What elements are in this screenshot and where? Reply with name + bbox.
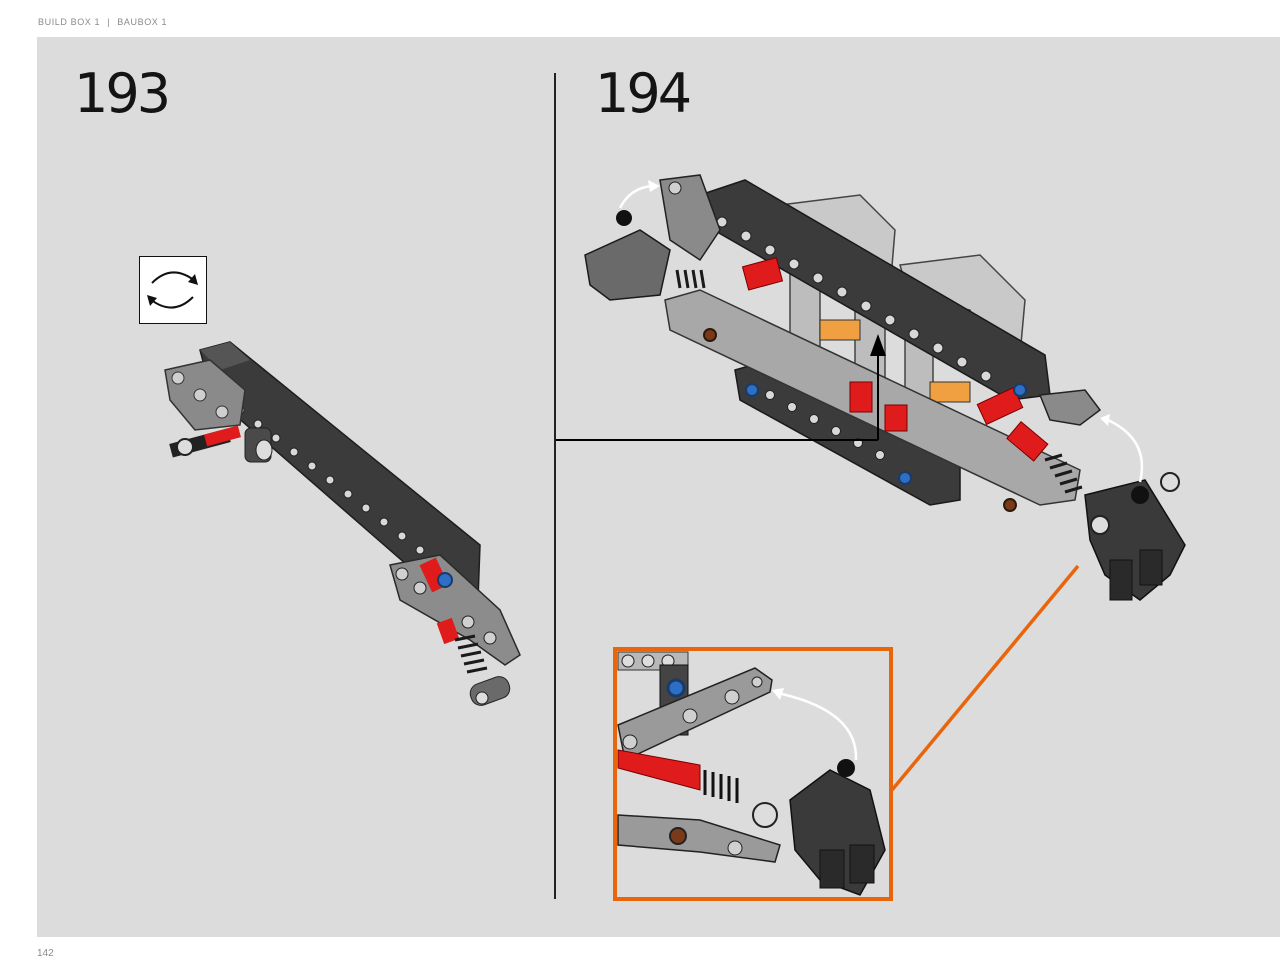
step-divider [554,73,556,899]
header-box-en: BUILD BOX 1 [38,17,101,27]
curved-arrow-icon [618,180,1144,483]
arrow-up-icon [556,334,886,441]
header-box-de: BAUBOX 1 [117,17,168,27]
step-number-193: 193 [74,62,171,125]
rotate-model-icon [139,256,207,324]
page-header: BUILD BOX 1 | BAUBOX 1 [38,17,167,27]
header-separator: | [107,17,111,27]
step-194-assembly [556,174,1186,601]
page-number: 142 [37,948,54,959]
detail-callout [613,564,1080,901]
callout-zoom-detail [617,651,886,896]
step-193-assembly [164,341,521,706]
step-number-194: 194 [595,62,692,125]
